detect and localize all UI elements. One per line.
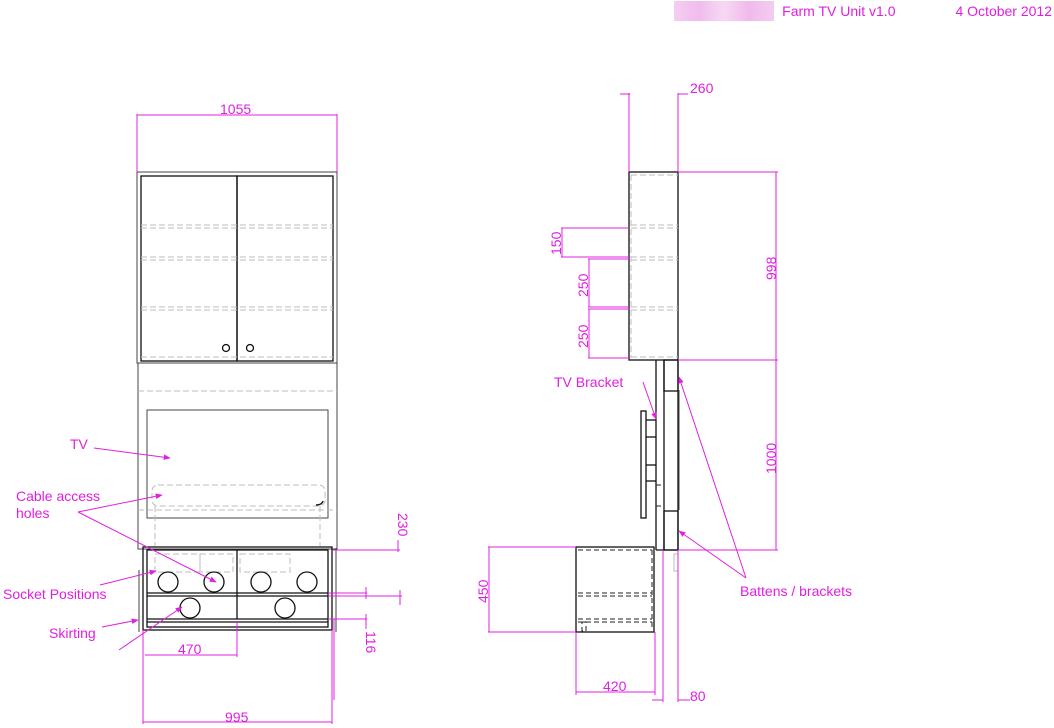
label-tv-bracket: TV Bracket: [554, 374, 623, 390]
dim-998: 998: [763, 256, 779, 280]
right-door: [236, 175, 334, 362]
label-tv: TV: [70, 436, 89, 452]
upper-cabinet-side: [628, 171, 679, 361]
label-battens: Battens / brackets: [740, 583, 852, 599]
dim-1055: 1055: [220, 101, 251, 117]
drawing-date: 4 October 2012: [955, 3, 1052, 19]
dim-995: 995: [225, 709, 249, 725]
socket-icon: [179, 597, 201, 619]
base-unit-side: [575, 546, 655, 633]
dim-250-b: 250: [575, 324, 591, 348]
door-knob-icon: [245, 343, 255, 353]
dim-116: 116: [363, 631, 379, 654]
tv-back-panel: [137, 362, 338, 550]
socket-icon: [203, 571, 225, 593]
left-door: [140, 175, 238, 362]
title-block: Farm TV Unit v1.0 4 October 2012: [674, 0, 1054, 22]
dim-150: 150: [548, 231, 564, 255]
dim-450: 450: [475, 579, 491, 603]
label-cable-access: Cable access: [16, 488, 100, 504]
socket-icon: [250, 571, 272, 593]
tv-outline: [146, 409, 329, 519]
door-knob-icon: [221, 343, 231, 353]
redacted-logo: [674, 1, 775, 21]
dim-80: 80: [690, 688, 706, 704]
drawing-title: Farm TV Unit v1.0: [782, 3, 896, 19]
front-view: 1055 995 470 230 116 TV Cable access hol…: [3, 101, 411, 725]
dim-420: 420: [603, 678, 627, 694]
bottom-batten: [663, 510, 679, 551]
socket-icon: [296, 571, 318, 593]
dim-470: 470: [178, 641, 202, 657]
tv-side: [640, 410, 647, 519]
top-batten: [663, 359, 679, 392]
socket-icon: [157, 571, 179, 593]
side-view: 260 998 150 250 250 1000 450 420: [475, 80, 852, 704]
socket-icon: [274, 597, 296, 619]
dim-250-a: 250: [575, 273, 591, 297]
label-cable-access-holes: holes: [16, 505, 49, 521]
cable-access-hole: [151, 484, 326, 507]
dim-1000: 1000: [763, 443, 779, 474]
label-socket-positions: Socket Positions: [3, 586, 107, 602]
label-skirting: Skirting: [49, 625, 96, 641]
dim-260: 260: [690, 80, 714, 96]
dim-230: 230: [395, 513, 411, 537]
